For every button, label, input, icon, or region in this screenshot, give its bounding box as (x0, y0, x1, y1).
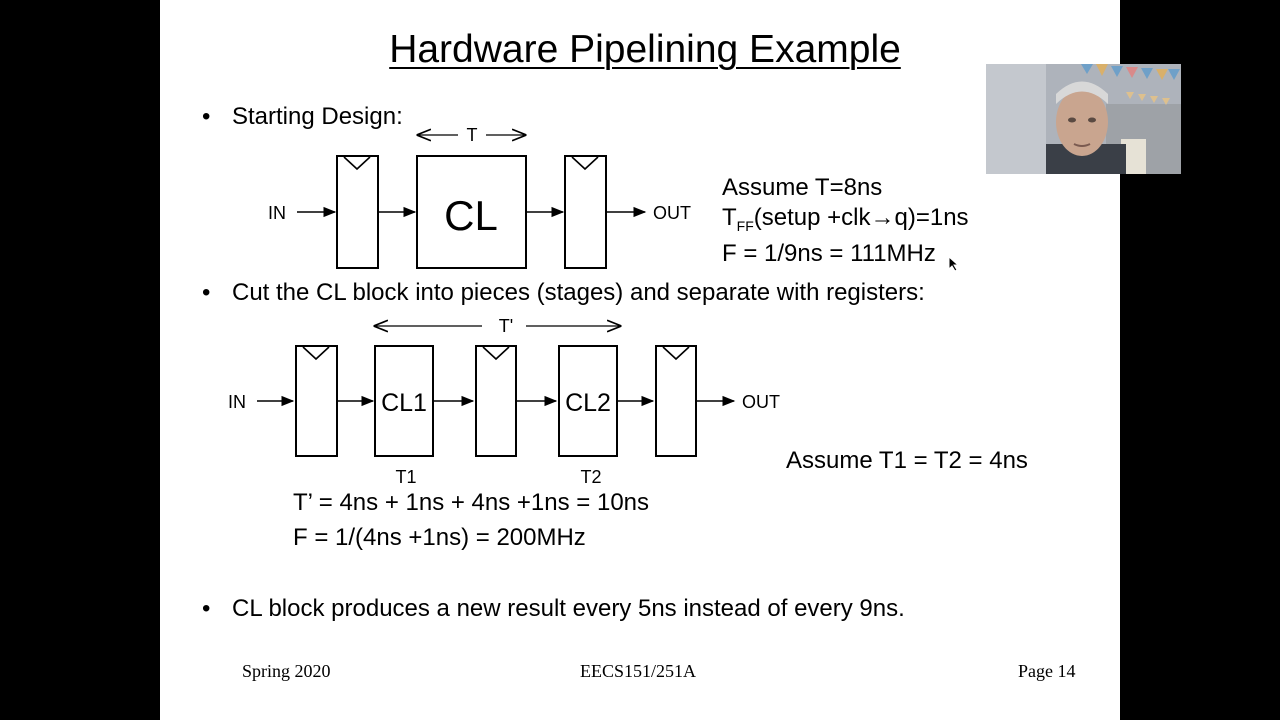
tff-rest: (setup +clk→q)=1ns (753, 204, 969, 231)
register-2 (475, 345, 517, 457)
input-label: IN (268, 203, 286, 223)
bullet-dot: • (202, 103, 211, 130)
frequency-note: F = 1/9ns = 111MHz (722, 240, 936, 267)
output-label: OUT (653, 203, 691, 223)
footer-date: Spring 2020 (242, 661, 331, 681)
cl1-block: CL1 (374, 345, 434, 457)
slide-title: Hardware Pipelining Example (389, 28, 901, 71)
bullet-result-rate: • CL block produces a new result every 5… (202, 595, 905, 623)
footer-page-number: Page 14 (1018, 661, 1076, 681)
stage1-delay-label: T1 (395, 467, 416, 487)
register-1 (295, 345, 338, 457)
starting-design-diagram: IN CL OUT T (268, 125, 691, 269)
period-label: T (467, 125, 478, 145)
input-label: IN (228, 392, 246, 412)
clock-triangle-icon (482, 346, 510, 361)
register-3 (655, 345, 697, 457)
bullet-dot: • (202, 279, 211, 306)
tff-note: TFF(setup +clk→q)=1ns (722, 204, 969, 234)
cl-block: CL (416, 155, 527, 269)
clock-triangle-icon (571, 156, 599, 171)
clock-triangle-icon (343, 156, 371, 171)
bullet-cut-cl-block: • Cut the CL block into pieces (stages) … (202, 279, 925, 307)
mouse-cursor-icon (948, 256, 960, 272)
cl2-block: CL2 (558, 345, 618, 457)
bullet-text: Starting Design: (232, 103, 403, 130)
pipeline-diagrams: IN CL OUT T IN (228, 125, 780, 487)
stage2-delay-label: T2 (580, 467, 601, 487)
clock-triangle-icon (662, 346, 690, 361)
assume-t1-t2-note: Assume T1 = T2 = 4ns (786, 447, 1028, 474)
bullet-text: CL block produces a new result every 5ns… (232, 595, 905, 622)
bullet-dot: • (202, 595, 211, 622)
bullet-starting-design: • Starting Design: (202, 103, 403, 131)
frequency-equation: F = 1/(4ns +1ns) = 200MHz (293, 524, 586, 551)
presenter-video-icon (986, 64, 1181, 174)
footer-course: EECS151/251A (580, 661, 697, 681)
period-label: T' (499, 316, 513, 336)
assume-t-note: Assume T=8ns (722, 174, 883, 201)
slide: Hardware Pipelining Example • Starting D… (160, 0, 1120, 720)
register-2 (564, 155, 607, 269)
cl1-label: CL1 (381, 389, 427, 417)
clock-triangle-icon (302, 346, 330, 361)
bullet-text: Cut the CL block into pieces (stages) an… (232, 279, 925, 306)
webcam-video[interactable] (986, 64, 1181, 174)
output-label: OUT (742, 392, 780, 412)
cl-block-label: CL (444, 192, 498, 239)
register-1 (336, 155, 379, 269)
cl2-label: CL2 (565, 389, 611, 417)
tff-sub: FF (736, 218, 754, 234)
tff-main: T (722, 204, 737, 231)
tprime-equation: T’ = 4ns + 1ns + 4ns +1ns = 10ns (293, 489, 650, 516)
pipelined-design-diagram: IN CL1 CL2 (228, 316, 780, 487)
